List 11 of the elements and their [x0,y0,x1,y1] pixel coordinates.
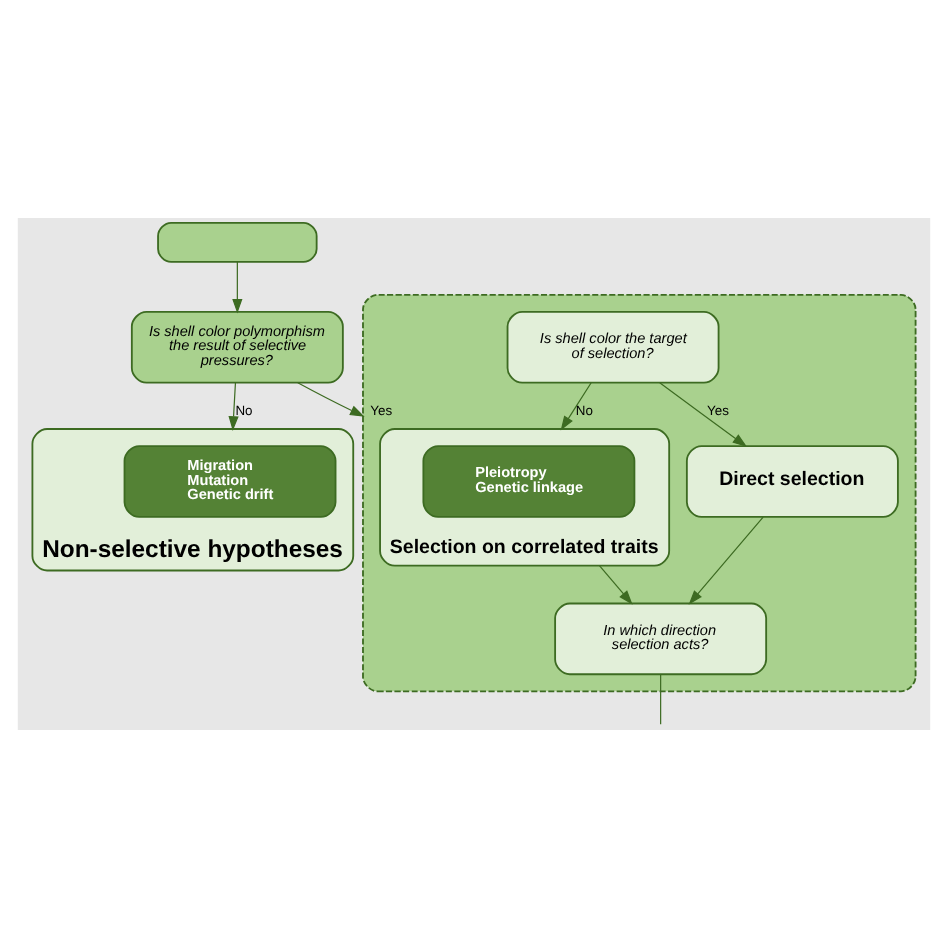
arrow [560,382,592,431]
arrow [598,565,633,605]
arrow [232,261,243,314]
connector [660,673,662,725]
arrow [688,516,764,605]
arrow [297,382,365,417]
node-box [157,221,318,263]
arrow [228,382,239,431]
cluster [362,293,917,693]
node-box: Direct selection [685,445,899,518]
arrow [659,382,748,448]
